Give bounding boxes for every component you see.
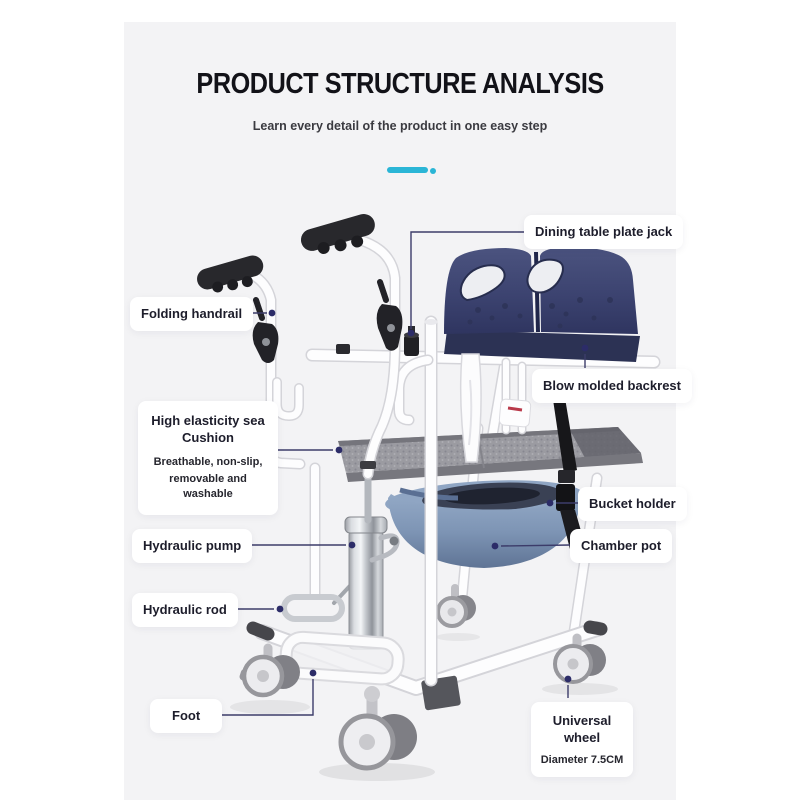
label-text: Universal wheel [552, 713, 612, 745]
label-text: Hydraulic rod [143, 602, 227, 617]
label-folding-handrail: Folding handrail [130, 297, 254, 331]
label-dining-table-plate-jack: Dining table plate jack [524, 215, 684, 249]
label-description: Breathable, non-slip, [153, 456, 263, 468]
divider-dot [430, 168, 436, 174]
label-hydraulic-pump: Hydraulic pump [132, 529, 253, 563]
label-text: Folding handrail [141, 306, 243, 321]
label-description: removable and washable [169, 473, 247, 500]
label-chamber-pot: Chamber pot [570, 529, 673, 563]
label-text: Foot [172, 708, 201, 723]
divider-line [387, 167, 428, 173]
page-title-text: PRODUCT STRUCTURE ANALYSIS [196, 68, 604, 100]
label-text: Blow molded backrest [543, 378, 681, 393]
label-cushion: High elasticity sea Cushion Breathable, … [138, 401, 278, 515]
label-text: Hydraulic pump [143, 538, 242, 553]
label-foot: Foot [150, 699, 223, 733]
label-description: Diameter 7.5CM [540, 754, 624, 766]
label-text: Dining table plate jack [535, 224, 673, 239]
label-bucket-holder: Bucket holder [578, 487, 687, 521]
label-text: Chamber pot [581, 538, 662, 553]
label-hydraulic-rod: Hydraulic rod [132, 593, 238, 627]
label-text: Bucket holder [589, 496, 676, 511]
label-text: Cushion [182, 430, 234, 445]
label-universal-wheel: Universal wheel Diameter 7.5CM [531, 702, 633, 777]
label-text: High elasticity sea [151, 413, 265, 428]
page-subtitle: Learn every detail of the product in one… [252, 119, 548, 133]
label-blow-molded-backrest: Blow molded backrest [532, 369, 692, 403]
page-title: PRODUCT STRUCTURE ANALYSIS [0, 68, 800, 101]
